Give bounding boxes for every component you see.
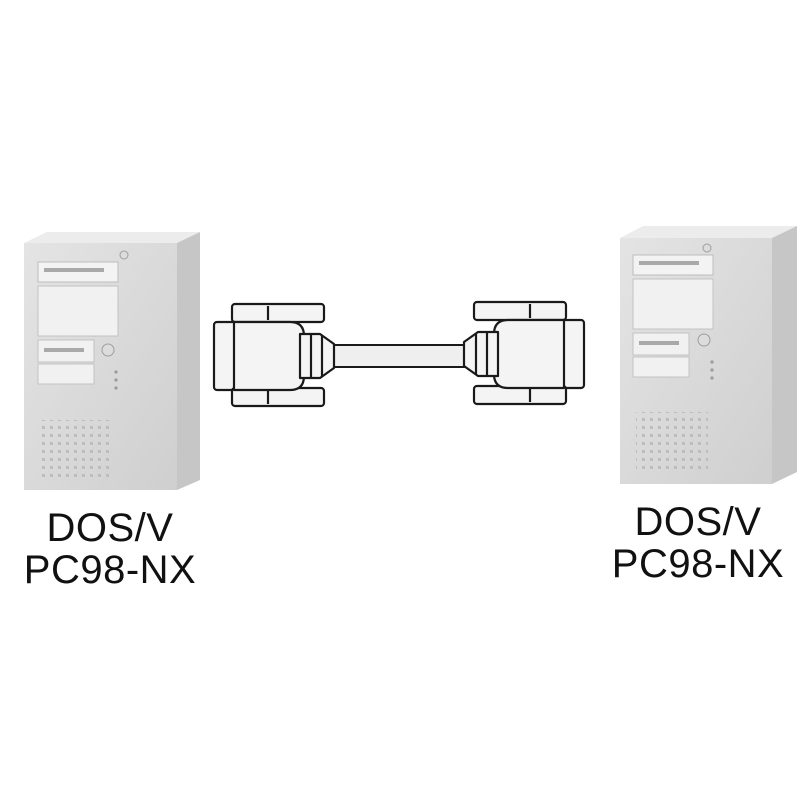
right-d-sub-connector-icon xyxy=(462,300,586,406)
left-d-sub-connector-icon xyxy=(212,302,336,408)
left-pc-label-line1: DOS/V xyxy=(46,506,174,550)
left-pc-label: DOS/V PC98-NX xyxy=(0,507,220,591)
right-pc-label-line2: PC98-NX xyxy=(611,542,785,586)
cable-icon xyxy=(331,344,471,368)
left-pc-label-line2: PC98-NX xyxy=(23,548,197,592)
right-tower-computer-icon xyxy=(620,226,797,484)
right-pc-label: DOS/V PC98-NX xyxy=(588,501,800,585)
right-pc-label-line1: DOS/V xyxy=(634,500,762,544)
left-tower-computer-icon xyxy=(24,232,200,490)
